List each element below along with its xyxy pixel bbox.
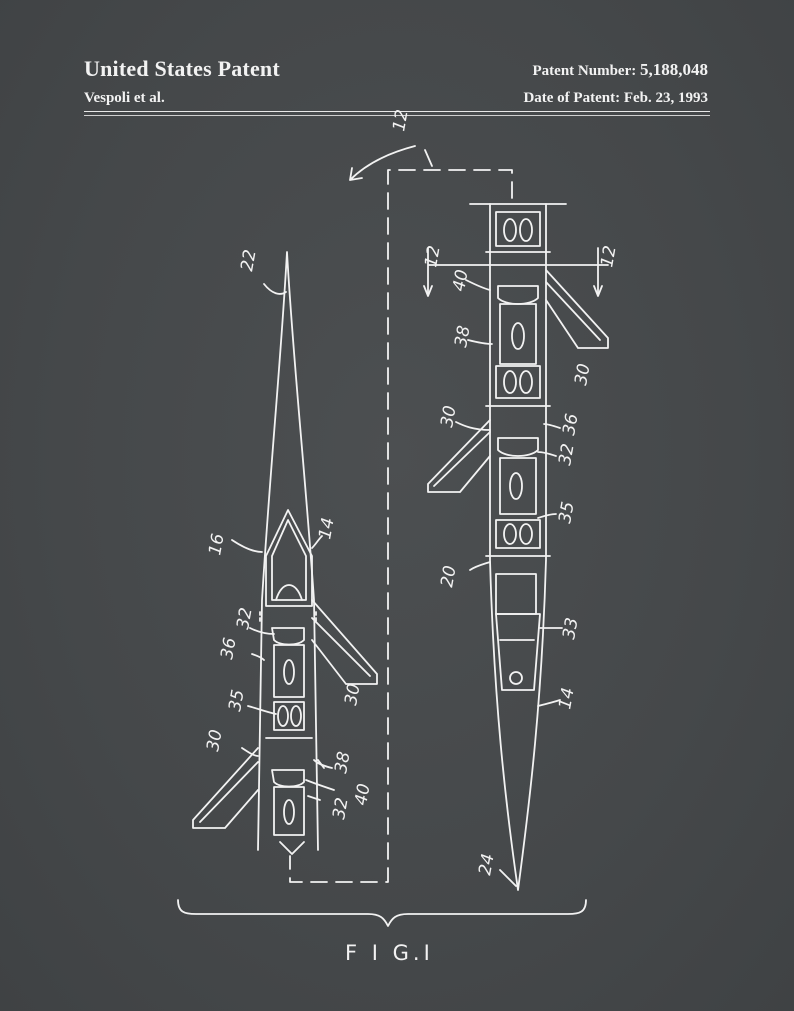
footrest-top [495,211,541,247]
patent-number: Patent Number: 5,188,048 [533,60,708,80]
patent-date: Date of Patent: Feb. 23, 1993 [523,90,708,107]
section-line [427,247,609,296]
seat-upper-left [271,627,305,646]
rigger-middle-left [427,419,491,493]
label-38-right: 38 [451,324,474,349]
label-32-upper-left: 32 [233,606,256,631]
stern-deck [495,573,537,615]
label-36-right: 36 [559,412,582,437]
patent-date-label: Date of Patent: [523,90,621,106]
figure-caption: F I G.I [345,941,434,965]
rigger-upper-right [545,269,609,349]
inventor-name: Vespoli et al. [84,90,165,106]
label-14-right: 14 [555,686,578,711]
label-32-right: 32 [555,442,578,467]
label-40-left: 40 [351,782,374,807]
label-20: 20 [437,564,460,589]
arrow-12 [349,145,416,181]
figure-brace [177,899,587,927]
label-12-section-left: 12 [421,244,444,269]
label-36-left: 36 [217,636,240,661]
label-40-right: 40 [449,268,472,293]
connection-dashed-line [289,169,513,883]
header-rule [84,111,710,112]
bow-deck [265,509,313,607]
label-12-section-right: 12 [597,244,620,269]
label-38-left: 38 [331,750,354,775]
label-30-left-rigger: 30 [203,728,226,753]
label-30-middle-left: 30 [437,404,460,429]
right-hull-outline [489,203,547,891]
label-12-assembly: 12 [389,108,412,133]
patent-date-value: Feb. 23, 1993 [623,90,708,106]
label-30-right-rigger: 30 [341,682,364,707]
label-32-lower-left: 32 [329,796,352,821]
rigger-left [192,747,259,829]
header-rule-thin [84,115,710,116]
patent-header: United States Patent Vespoli et al. Pate… [84,56,708,116]
label-33: 33 [559,616,582,641]
patent-number-label: Patent Number: [532,63,637,79]
label-35-right: 35 [555,500,578,525]
label-22: 22 [237,248,260,273]
label-30-upper-right: 30 [571,362,594,387]
footrest-left [273,701,305,731]
patent-title: United States Patent [84,56,280,81]
rigger-right [311,599,378,685]
label-16: 16 [205,532,228,557]
patent-number-value: 5,188,048 [640,60,708,79]
label-14-left: 14 [315,516,338,541]
right-hull-section [423,203,609,891]
label-35-left: 35 [225,688,248,713]
label-24: 24 [475,852,498,877]
